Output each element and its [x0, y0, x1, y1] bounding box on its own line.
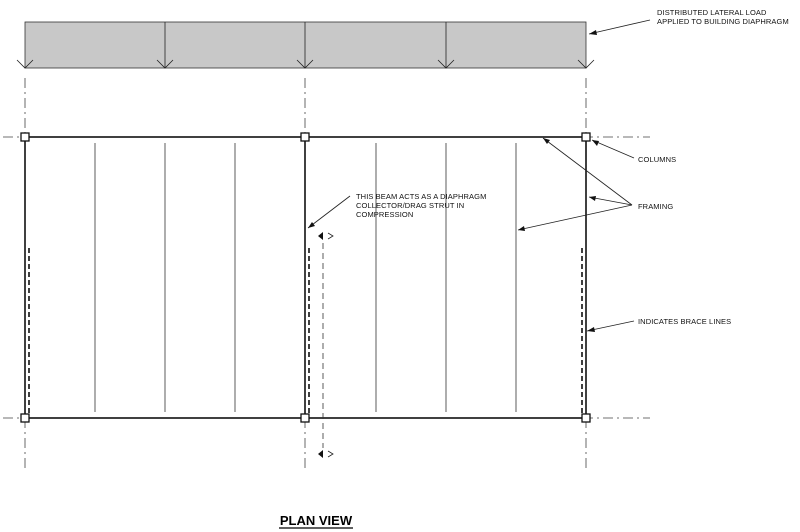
load-fill [24, 21, 587, 69]
note-lateral-load: DISTRIBUTED LATERAL LOAD APPLIED TO BUIL… [657, 8, 789, 26]
arrowhead [543, 138, 550, 144]
brace-lines [28, 248, 583, 415]
column [20, 132, 30, 142]
note-collector: THIS BEAM ACTS AS A DIAPHRAGM COLLECTOR/… [356, 192, 489, 219]
note-collector-line2: COLLECTOR/DRAG STRUT IN [356, 201, 464, 210]
arrowhead [518, 226, 525, 231]
note-brace-lines: INDICATES BRACE LINES [638, 317, 731, 326]
note-framing: FRAMING [638, 202, 673, 211]
load-arrows [16, 59, 595, 69]
note-collector-line1: THIS BEAM ACTS AS A DIAPHRAGM [356, 192, 486, 201]
note-columns: COLUMNS [638, 155, 676, 164]
column [20, 413, 30, 423]
section-marker-bottom-arrow [327, 450, 334, 458]
column [581, 413, 591, 423]
load-arrow [437, 59, 455, 69]
section-marker-top [318, 232, 323, 240]
leader-framing-a [542, 137, 633, 206]
load-arrow [296, 59, 314, 69]
lateral-load-band [16, 21, 595, 69]
load-arrow [156, 59, 174, 69]
load-arrow [16, 59, 34, 69]
leader-framing-c [517, 204, 633, 231]
note-collector-line3: COMPRESSION [356, 210, 413, 219]
arrowhead [589, 196, 596, 201]
section-marker-bottom [318, 450, 323, 458]
leader-collector [307, 195, 351, 229]
column [581, 132, 591, 142]
joists [94, 143, 517, 412]
leaders [307, 19, 651, 332]
framing-beams [24, 136, 587, 419]
leader-columns [591, 139, 635, 159]
section-cut [318, 232, 334, 458]
leader-lateral-load [588, 19, 651, 35]
load-arrow [577, 59, 595, 69]
columns [20, 132, 591, 423]
arrowhead [592, 140, 599, 146]
arrowhead [308, 222, 315, 228]
section-marker-top-arrow [327, 232, 334, 240]
note-lateral-load-line1: DISTRIBUTED LATERAL LOAD [657, 8, 767, 17]
column [300, 413, 310, 423]
arrowhead [589, 30, 597, 35]
arrowhead [587, 327, 595, 332]
leader-brace-lines [586, 320, 635, 332]
leader-framing-b [588, 196, 633, 206]
drawing-title: PLAN VIEW [280, 513, 353, 528]
note-lateral-load-line2: APPLIED TO BUILDING DIAPHRAGM [657, 17, 789, 26]
column [300, 132, 310, 142]
